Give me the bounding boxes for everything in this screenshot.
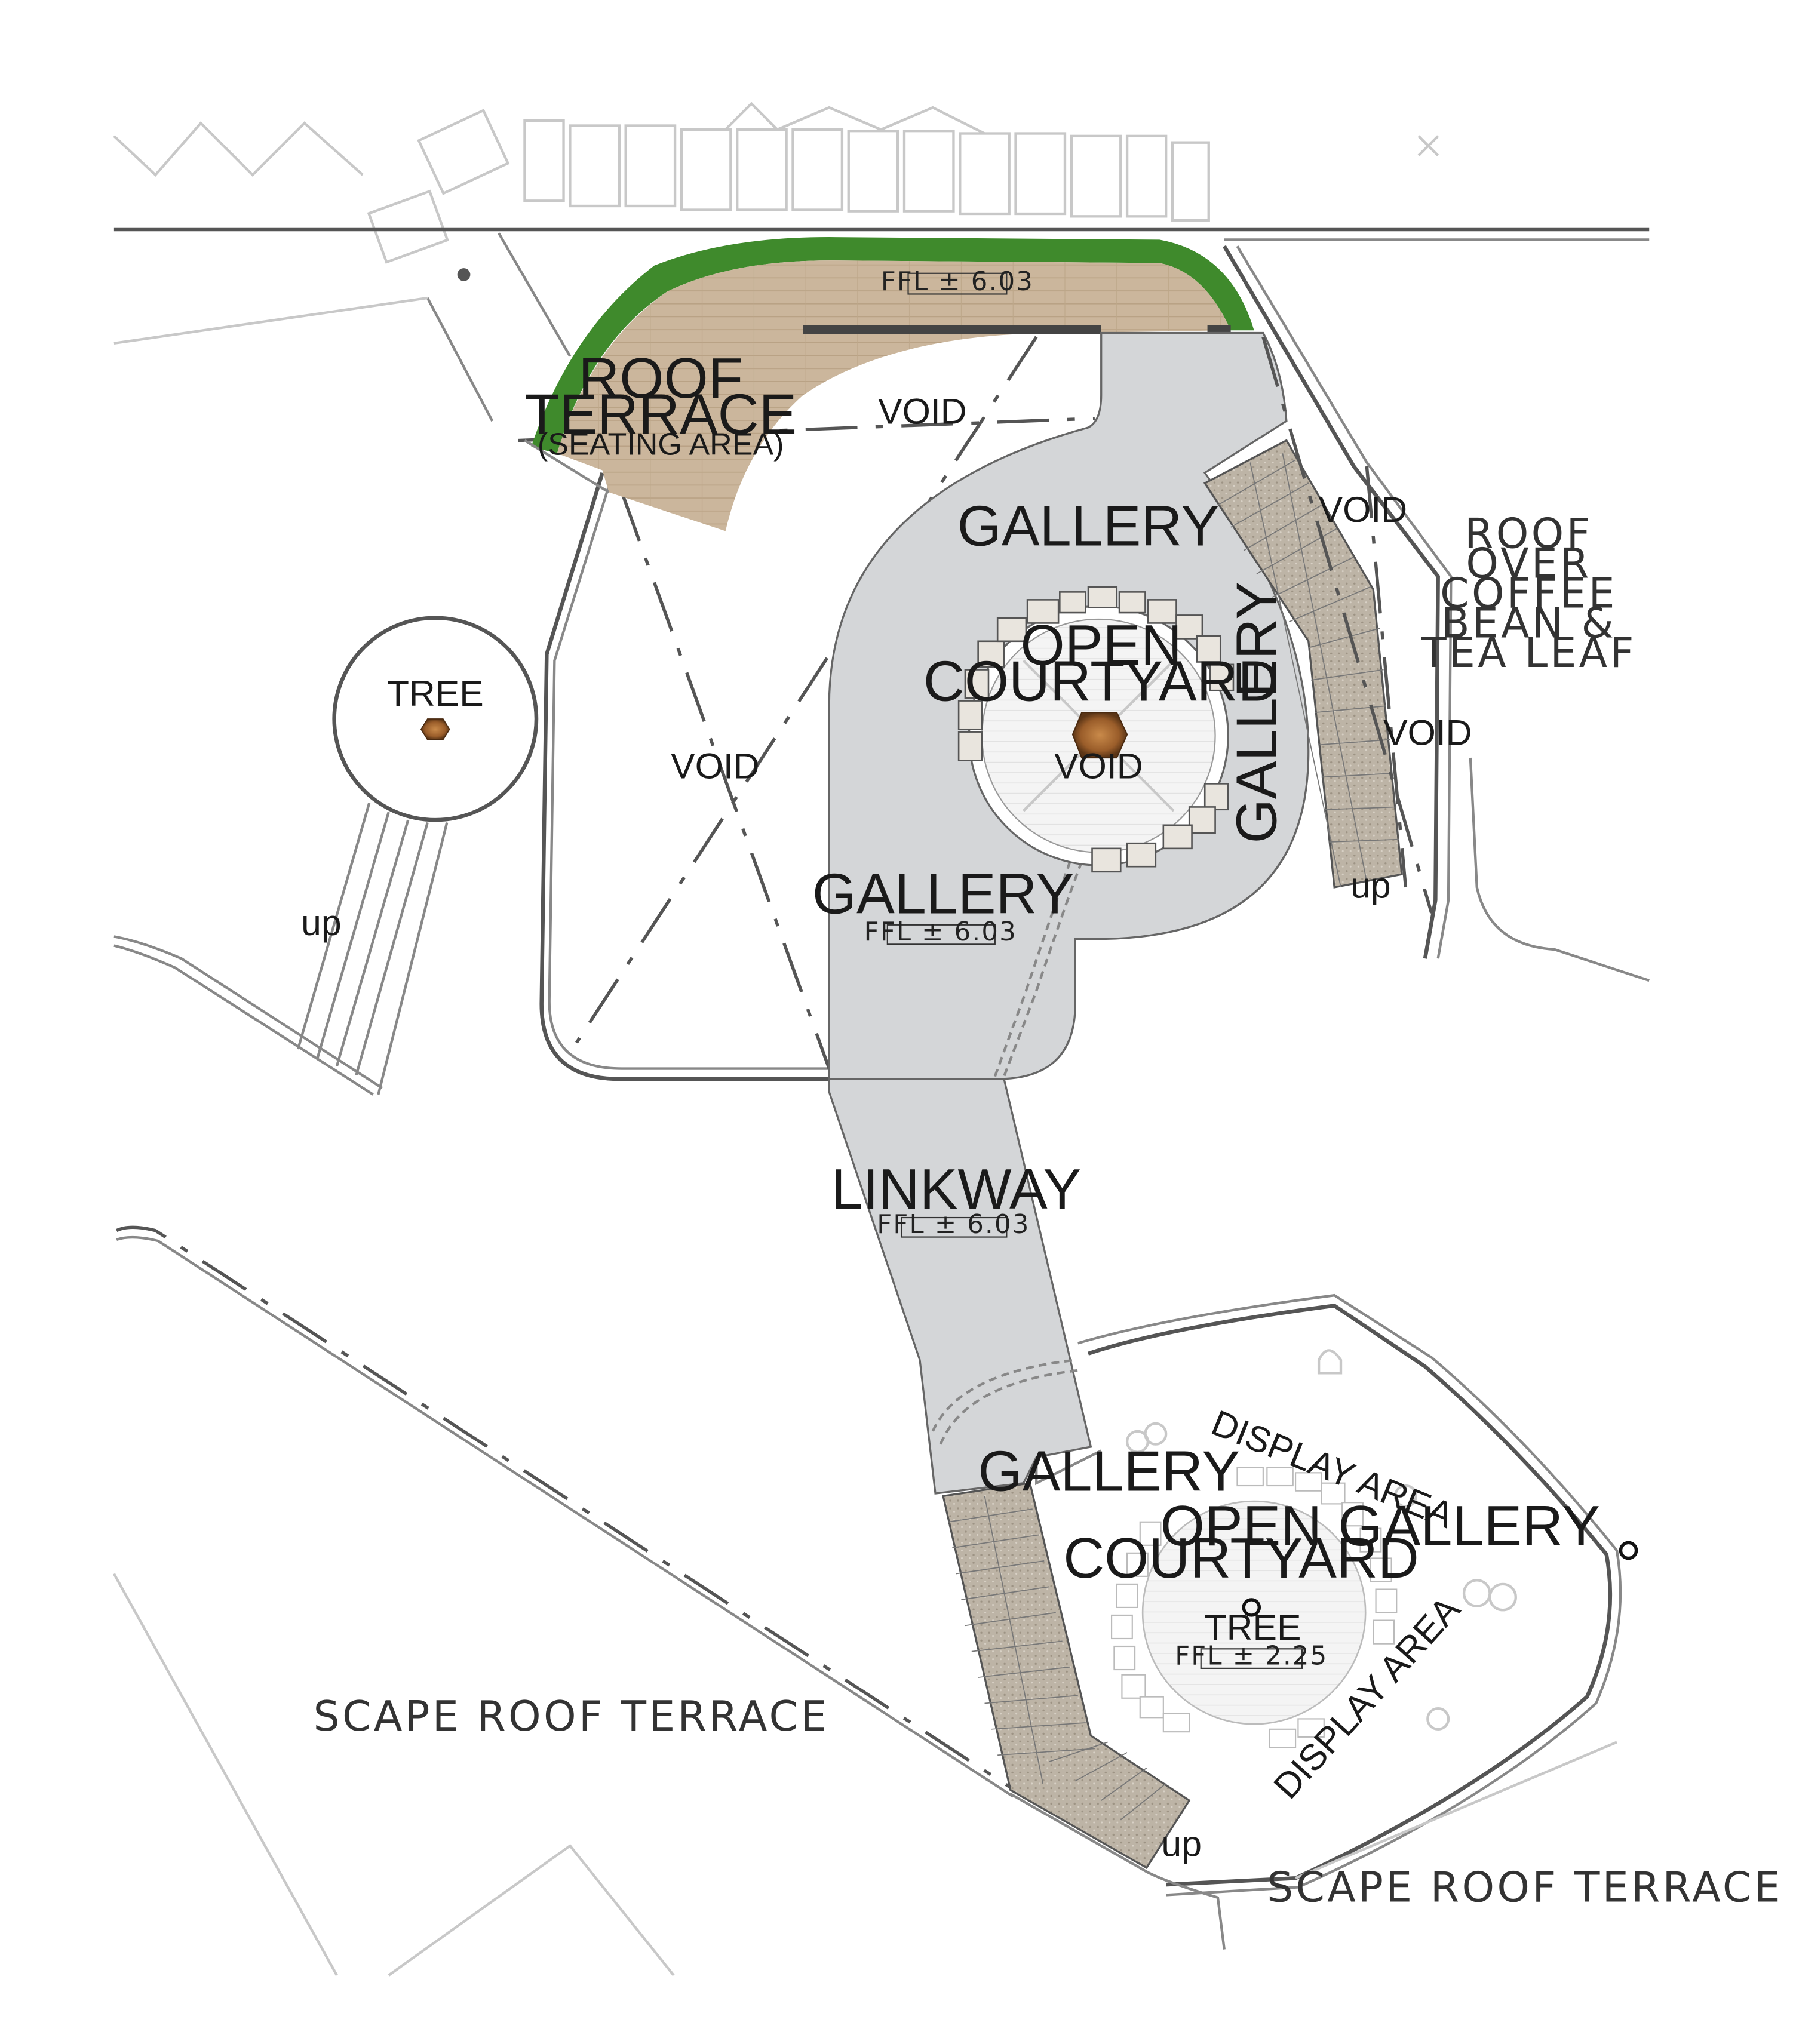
paving-blocks (367, 109, 1210, 264)
roof-ffl-label: FFL ± 6.03 (881, 267, 1034, 297)
balustrade (803, 325, 1101, 334)
gallery-side-label: GALLERY (1226, 582, 1289, 843)
void-enclosure (518, 336, 1095, 1081)
roof-over-label-1: ROOF (1465, 511, 1593, 558)
roof-over-label-5: TEA LEAF (1420, 629, 1636, 677)
tree-bottom-icon (1242, 1598, 1261, 1617)
gallery-low-left-label: GALLERY (978, 1440, 1239, 1504)
courtyard-benches-lower (1110, 1467, 1398, 1748)
linkway-ffl-box (901, 1216, 1008, 1238)
roof-ffl-box (907, 272, 1008, 295)
context-stair-top-left (113, 232, 572, 422)
planter-strip (531, 237, 1254, 454)
void-right-1-label: VOID (1319, 489, 1407, 530)
up-left-label: up (301, 902, 342, 943)
open-courtyard-upper: OPEN COURTYARD VOID (923, 586, 1279, 873)
scape-roof-terrace-left: SCAPE ROOF TERRACE SCAPE ROOF TERRACE (112, 1225, 1783, 1977)
lower-column-icon (1619, 1541, 1638, 1560)
bottom-ffl-label: FFL ± 2.25 (1175, 1641, 1328, 1671)
roof-terrace: ROOF TERRACE (SEATING AREA) FFL ± 6.03 (524, 237, 1254, 531)
void-top-label: VOID (878, 391, 966, 431)
tree-left: TREE up (113, 616, 539, 1096)
seating-area-label: (SEATING AREA) (538, 427, 784, 462)
up-right-label: up (1350, 865, 1391, 905)
courtyard-tree-upper (1071, 712, 1128, 759)
context-linework-top (113, 102, 1439, 264)
scape-left-label: SCAPE ROOF TERRACE (314, 1693, 830, 1741)
void-right-2-label: VOID (1383, 712, 1472, 752)
gallery-mid-label: GALLERY (812, 862, 1074, 926)
void-center-label: VOID (671, 746, 759, 786)
up-bottom-label: up (1161, 1823, 1202, 1864)
tree-left-icon (420, 718, 450, 740)
linkway-label: LINKWAY (831, 1158, 1081, 1221)
gallery-mid-ffl-box (886, 924, 996, 945)
open-courtyard-bottom-label-1: OPEN (1160, 1495, 1322, 1558)
roof-terrace-label-1: ROOF (578, 347, 743, 410)
roof-terrace-label-2: TERRACE (524, 383, 797, 447)
stair-lower: up (942, 1481, 1202, 1870)
gallery-top-label: GALLERY (957, 494, 1219, 558)
tree-left-label: TREE (387, 673, 484, 714)
open-courtyard-top-label-1: OPEN (1020, 614, 1181, 677)
tree-bottom-label: TREE (1205, 1607, 1301, 1648)
scape-right-label: SCAPE ROOF TERRACE (1267, 1864, 1783, 1911)
stair-upper-right: up (1203, 439, 1403, 905)
roof-over-label-3: COFFEE (1440, 570, 1617, 617)
gallery-lower: GALLERY GALLERY DISPLAY AREA DISPLAY ARE… (978, 1293, 1638, 1897)
bottom-ffl-box (1200, 1648, 1303, 1669)
column-marker-icon (457, 268, 471, 281)
roof-over-label-2: OVER (1466, 540, 1591, 588)
open-courtyard-bottom-label-2: COURTYARD (1063, 1527, 1419, 1590)
gallery-mid-ffl-label: FFL ± 6.03 (864, 917, 1017, 947)
courtyard-benches-upper (957, 586, 1235, 873)
void-courtyard-label: VOID (1054, 746, 1143, 786)
right-void-zone: VOID VOID ROOF OVER COFFEE BEAN & TEA LE… (1222, 245, 1650, 982)
open-courtyard-top-label-2: COURTYARD (923, 650, 1279, 714)
planting-symbols (1125, 1349, 1517, 1731)
linkway: LINKWAY FFL ± 6.03 (828, 1078, 1092, 1495)
roof-over-label-4: BEAN & (1441, 600, 1616, 647)
gallery-low-right-label: GALLERY (1338, 1495, 1599, 1558)
linkway-ffl-label: FFL ± 6.03 (877, 1210, 1030, 1240)
